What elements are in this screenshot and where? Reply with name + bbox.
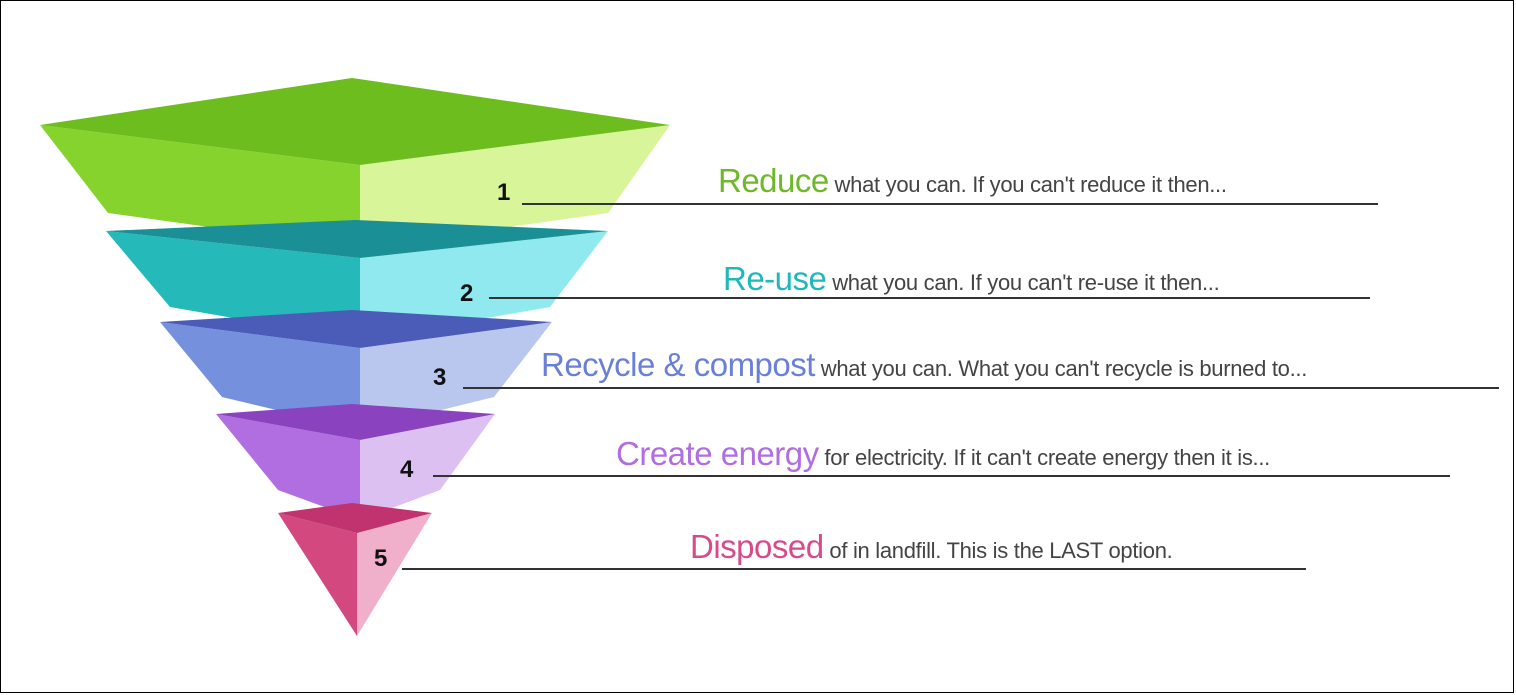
level-3-leader-line — [463, 387, 1499, 389]
level-1-keyword: Reduce — [718, 162, 829, 199]
level-1-description: what you can. If you can't reduce it the… — [828, 172, 1227, 197]
level-1-caption: Reduce what you can. If you can't reduce… — [718, 164, 1227, 197]
pyramid-tier-3 — [160, 310, 552, 430]
tier-4-left-face — [216, 414, 360, 520]
level-3-caption: Recycle & compost what you can. What you… — [541, 348, 1307, 381]
level-4-leader-line — [433, 475, 1450, 477]
level-2-caption: Re-use what you can. If you can't re-use… — [723, 260, 1220, 297]
tier-2-top-face — [106, 220, 608, 258]
pyramid-tier-1 — [40, 78, 670, 248]
level-5-leader-line — [402, 568, 1306, 570]
pyramid-tier-2 — [106, 220, 608, 340]
tier-5-right-face — [357, 513, 432, 636]
level-2-description: what you can. If you can't re-use it the… — [826, 270, 1220, 295]
pyramid-tier-4 — [216, 404, 495, 520]
level-5-caption: Disposed of in landfill. This is the LAS… — [690, 528, 1173, 565]
level-5-keyword: Disposed — [690, 528, 824, 565]
tier-1-top-face — [40, 78, 670, 165]
level-4-keyword: Create energy — [616, 435, 819, 472]
tier-3-top-face — [160, 310, 552, 348]
tier-3-left-face — [160, 322, 360, 430]
level-4-number: 4 — [400, 456, 414, 483]
tier-4-top-face — [216, 404, 495, 440]
level-2-leader-line — [489, 297, 1370, 299]
level-2-number: 2 — [460, 280, 474, 307]
tier-3-right-face — [360, 322, 552, 430]
level-4-description: for electricity. If it can't create ener… — [818, 445, 1270, 470]
tier-1-right-face — [360, 125, 670, 248]
tier-5-top-face — [278, 503, 432, 533]
level-3-keyword: Recycle & compost — [541, 346, 815, 383]
level-5-number: 5 — [374, 545, 388, 572]
level-1-number: 1 — [497, 179, 511, 206]
level-3-number: 3 — [433, 364, 447, 391]
tier-1-left-face — [40, 125, 360, 248]
pyramid-tier-5 — [278, 503, 432, 636]
tier-2-left-face — [106, 231, 360, 340]
level-5-description: of in landfill. This is the LAST option. — [823, 538, 1173, 563]
tier-2-right-face — [360, 231, 608, 340]
level-4-caption: Create energy for electricity. If it can… — [616, 437, 1270, 470]
level-2-keyword: Re-use — [723, 260, 827, 297]
tier-4-right-face — [360, 414, 495, 520]
tier-5-left-face — [278, 513, 357, 636]
level-1-leader-line — [522, 203, 1378, 205]
level-3-description: what you can. What you can't recycle is … — [814, 356, 1308, 381]
